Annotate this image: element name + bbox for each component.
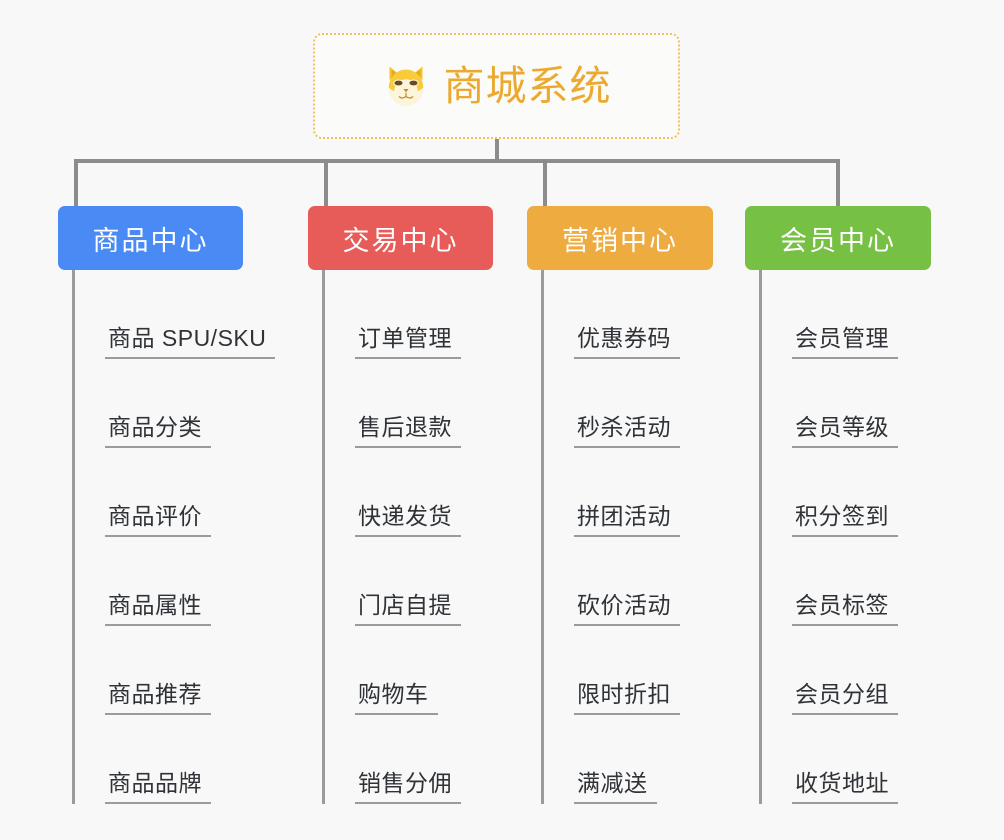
list-item[interactable]: 商品属性: [58, 537, 290, 626]
list-item[interactable]: 会员管理: [745, 270, 977, 359]
leaf-label: 门店自提: [355, 592, 461, 626]
leaf-label: 积分签到: [792, 503, 898, 537]
branch-column-4: 会员中心 会员管理 会员等级 积分签到 会员标签 会员分组 收货地址: [745, 206, 977, 820]
list-item[interactable]: 满减送: [527, 715, 759, 804]
leaf-label: 秒杀活动: [574, 414, 680, 448]
leaf-list-2: 订单管理 售后退款 快递发货 门店自提 购物车 销售分佣: [308, 270, 540, 804]
list-item[interactable]: 售后退款: [308, 359, 540, 448]
list-item[interactable]: 商品 SPU/SKU: [58, 270, 290, 359]
leaf-label: 会员标签: [792, 592, 898, 626]
leaf-label: 快递发货: [355, 503, 461, 537]
list-item[interactable]: 会员分组: [745, 626, 977, 715]
list-item[interactable]: 商品品牌: [58, 715, 290, 804]
list-item[interactable]: 砍价活动: [527, 537, 759, 626]
leaf-label: 售后退款: [355, 414, 461, 448]
leaf-label: 商品 SPU/SKU: [105, 325, 276, 359]
branch-column-2: 交易中心 订单管理 售后退款 快递发货 门店自提 购物车 销售分佣: [308, 206, 540, 820]
list-item[interactable]: 门店自提: [308, 537, 540, 626]
leaf-label: 商品评价: [105, 503, 211, 537]
connector-spine-3: [541, 270, 544, 804]
list-item[interactable]: 拼团活动: [527, 448, 759, 537]
leaf-label: 会员分组: [792, 681, 898, 715]
connector-spine-1: [72, 270, 75, 804]
list-item[interactable]: 优惠券码: [527, 270, 759, 359]
leaf-label: 会员管理: [792, 325, 898, 359]
leaf-list-3: 优惠券码 秒杀活动 拼团活动 砍价活动 限时折扣 满减送: [527, 270, 759, 804]
list-item[interactable]: 订单管理: [308, 270, 540, 359]
connector-drop-4: [836, 159, 840, 208]
category-header-label: 交易中心: [342, 225, 459, 256]
leaf-label: 收货地址: [792, 770, 898, 804]
list-item[interactable]: 购物车: [308, 626, 540, 715]
list-item[interactable]: 商品评价: [58, 448, 290, 537]
leaf-label: 商品品牌: [105, 770, 211, 804]
shiba-dog-face-icon: [388, 66, 423, 106]
connector-drop-2: [324, 159, 328, 208]
root-title: 商城系统: [443, 62, 612, 109]
connector-drop-3: [543, 159, 547, 208]
connector-spine-2: [322, 270, 325, 804]
branch-column-1: 商品中心 商品 SPU/SKU 商品分类 商品评价 商品属性 商品推荐 商品品牌: [58, 206, 290, 820]
list-item[interactable]: 商品分类: [58, 359, 290, 448]
list-item[interactable]: 会员等级: [745, 359, 977, 448]
list-item[interactable]: 积分签到: [745, 448, 977, 537]
leaf-label: 砍价活动: [574, 592, 680, 626]
leaf-list-4: 会员管理 会员等级 积分签到 会员标签 会员分组 收货地址: [745, 270, 977, 804]
leaf-label: 购物车: [355, 681, 438, 715]
category-header-label: 商品中心: [92, 225, 209, 256]
leaf-label: 优惠券码: [574, 325, 680, 359]
category-header-1[interactable]: 商品中心: [58, 206, 243, 270]
leaf-label: 限时折扣: [574, 681, 680, 715]
list-item[interactable]: 销售分佣: [308, 715, 540, 804]
leaf-label: 订单管理: [355, 325, 461, 359]
leaf-label: 拼团活动: [574, 503, 680, 537]
leaf-label: 商品属性: [105, 592, 211, 626]
list-item[interactable]: 秒杀活动: [527, 359, 759, 448]
leaf-label: 商品推荐: [105, 681, 211, 715]
branch-column-3: 营销中心 优惠券码 秒杀活动 拼团活动 砍价活动 限时折扣 满减送: [527, 206, 759, 820]
category-header-4[interactable]: 会员中心: [745, 206, 931, 270]
leaf-label: 会员等级: [792, 414, 898, 448]
list-item[interactable]: 快递发货: [308, 448, 540, 537]
connector-horizontal-bus: [74, 159, 840, 163]
category-header-3[interactable]: 营销中心: [527, 206, 713, 270]
leaf-label: 满减送: [574, 770, 657, 804]
list-item[interactable]: 会员标签: [745, 537, 977, 626]
leaf-label: 销售分佣: [355, 770, 461, 804]
leaf-list-1: 商品 SPU/SKU 商品分类 商品评价 商品属性 商品推荐 商品品牌: [58, 270, 290, 804]
connector-drop-1: [74, 159, 78, 208]
list-item[interactable]: 收货地址: [745, 715, 977, 804]
root-node[interactable]: 商城系统: [313, 33, 680, 139]
category-header-label: 营销中心: [562, 225, 678, 256]
list-item[interactable]: 限时折扣: [527, 626, 759, 715]
leaf-label: 商品分类: [105, 414, 211, 448]
category-header-label: 会员中心: [780, 225, 896, 256]
category-header-2[interactable]: 交易中心: [308, 206, 493, 270]
connector-root-stem: [495, 139, 499, 162]
connector-spine-4: [759, 270, 762, 804]
list-item[interactable]: 商品推荐: [58, 626, 290, 715]
